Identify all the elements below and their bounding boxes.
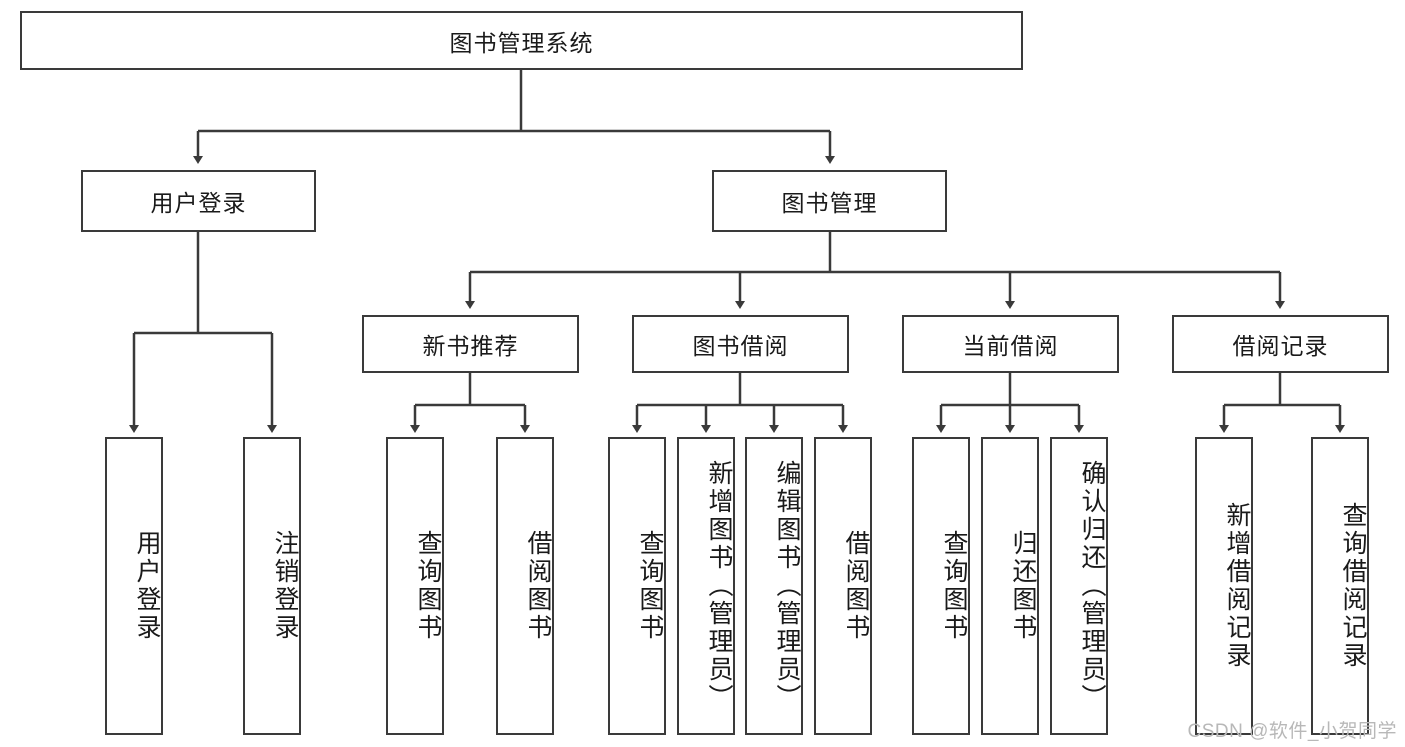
node-leaf-borrow-add[interactable]: 新增图书（管理员） <box>677 437 735 735</box>
node-book-borrow[interactable]: 图书借阅 <box>632 315 849 373</box>
node-leaf-borrow-do-label: 借阅图书 <box>842 530 870 642</box>
node-leaf-current-query[interactable]: 查询图书 <box>912 437 970 735</box>
node-leaf-borrow-edit[interactable]: 编辑图书（管理员） <box>745 437 803 735</box>
node-current-borrow-label: 当前借阅 <box>962 333 1059 359</box>
node-leaf-newbook-borrow-label: 借阅图书 <box>524 530 552 642</box>
node-leaf-newbook-query[interactable]: 查询图书 <box>386 437 444 735</box>
node-leaf-borrow-edit-label: 编辑图书（管理员） <box>773 460 801 712</box>
node-book-manage[interactable]: 图书管理 <box>712 170 947 232</box>
node-leaf-borrow-query[interactable]: 查询图书 <box>608 437 666 735</box>
node-leaf-user-login[interactable]: 用户登录 <box>105 437 163 735</box>
node-leaf-record-add-label: 新增借阅记录 <box>1223 502 1251 670</box>
node-user-login[interactable]: 用户登录 <box>81 170 316 232</box>
node-leaf-current-return[interactable]: 归还图书 <box>981 437 1039 735</box>
node-leaf-record-query[interactable]: 查询借阅记录 <box>1311 437 1369 735</box>
node-borrow-record-label: 借阅记录 <box>1232 333 1329 359</box>
node-leaf-newbook-query-label: 查询图书 <box>414 530 442 642</box>
node-leaf-current-return-label: 归还图书 <box>1009 530 1037 642</box>
node-leaf-current-query-label: 查询图书 <box>940 530 968 642</box>
node-borrow-record[interactable]: 借阅记录 <box>1172 315 1389 373</box>
node-user-login-label: 用户登录 <box>150 190 247 216</box>
node-root[interactable]: 图书管理系统 <box>20 11 1023 70</box>
node-leaf-user-login-label: 用户登录 <box>133 530 161 642</box>
node-leaf-record-query-label: 查询借阅记录 <box>1339 502 1367 670</box>
node-leaf-borrow-add-label: 新增图书（管理员） <box>705 460 733 712</box>
node-book-borrow-label: 图书借阅 <box>692 333 789 359</box>
node-leaf-borrow-query-label: 查询图书 <box>636 530 664 642</box>
node-leaf-current-confirm-label: 确认归还（管理员） <box>1078 460 1106 712</box>
node-leaf-current-confirm[interactable]: 确认归还（管理员） <box>1050 437 1108 735</box>
watermark: CSDN @软件_小贺同学 <box>1187 721 1397 742</box>
node-new-book[interactable]: 新书推荐 <box>362 315 579 373</box>
node-leaf-borrow-do[interactable]: 借阅图书 <box>814 437 872 735</box>
node-root-label: 图书管理系统 <box>449 29 594 56</box>
node-current-borrow[interactable]: 当前借阅 <box>902 315 1119 373</box>
node-book-manage-label: 图书管理 <box>781 190 878 216</box>
node-leaf-logout-label: 注销登录 <box>271 530 299 642</box>
node-new-book-label: 新书推荐 <box>422 333 519 359</box>
node-leaf-record-add[interactable]: 新增借阅记录 <box>1195 437 1253 735</box>
node-leaf-logout[interactable]: 注销登录 <box>243 437 301 735</box>
node-leaf-newbook-borrow[interactable]: 借阅图书 <box>496 437 554 735</box>
